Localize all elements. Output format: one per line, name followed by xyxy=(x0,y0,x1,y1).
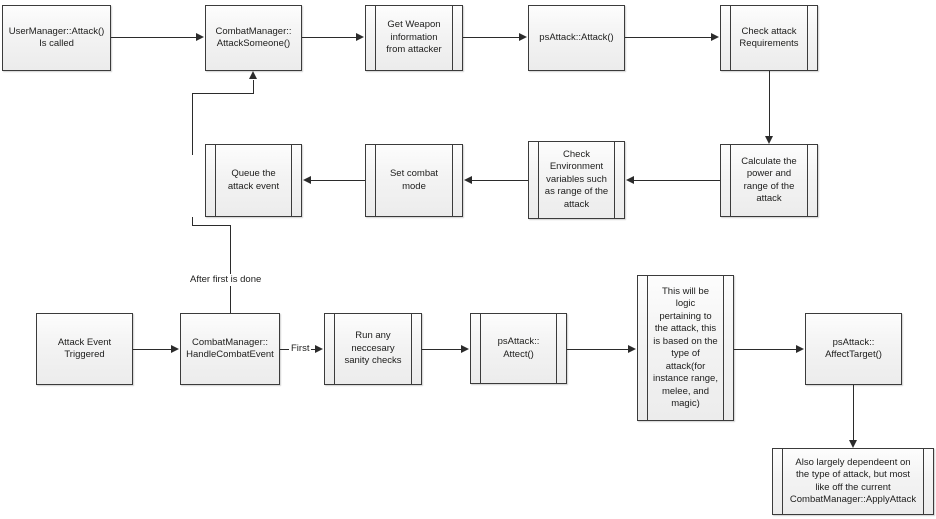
node-apply-attack-note[interactable]: Also largely dependeent on the type of a… xyxy=(772,448,934,515)
node-ps-attack-affect-target[interactable]: psAttack:: AffectTarget() xyxy=(805,313,902,385)
node-label: psAttack:: AffectTarget() xyxy=(825,336,882,361)
node-label: Attack Event Triggered xyxy=(57,336,112,361)
edge-user-manager-to-attack-someone xyxy=(111,37,197,38)
node-label: psAttack:: Attect() xyxy=(497,336,540,360)
arrowhead-affect-target-in xyxy=(796,344,804,353)
edge-queue-event-down-vertical xyxy=(192,217,193,226)
edge-queue-event-feedback-vertical xyxy=(192,93,193,155)
arrowhead-ps-attack-attack-in xyxy=(519,32,527,41)
node-set-combat-mode[interactable]: Set combat mode xyxy=(365,144,463,217)
edge-ps-attack-attect-to-attack-type-logic xyxy=(567,349,629,350)
edge-get-weapon-to-ps-attack-attack xyxy=(463,37,520,38)
node-label: Get Weapon information from attacker xyxy=(386,19,442,56)
node-combat-manager-attack-someone[interactable]: CombatManager:: AttackSomeone() xyxy=(205,5,302,71)
arrowhead-get-weapon-in xyxy=(356,32,364,41)
arrowhead-attack-type-logic-in xyxy=(628,344,636,353)
edge-attack-someone-to-get-weapon xyxy=(302,37,357,38)
node-label: This will be logic pertaining to the att… xyxy=(653,285,718,410)
node-queue-the-attack-event[interactable]: Queue the attack event xyxy=(205,144,302,217)
arrowhead-attack-someone-in xyxy=(196,32,204,41)
node-label: CombatManager:: HandleCombatEvent xyxy=(186,336,274,361)
edge-label-first: First xyxy=(289,343,312,355)
node-check-attack-requirements[interactable]: Check attack Requirements xyxy=(720,5,818,71)
node-ps-attack-attect[interactable]: psAttack:: Attect() xyxy=(470,313,567,384)
edge-check-requirements-to-calculate xyxy=(769,71,770,137)
node-label: CombatManager:: AttackSomeone() xyxy=(215,25,292,50)
edge-attack-type-logic-to-affect-target xyxy=(734,349,796,350)
edge-down-into-handle-combat-event xyxy=(230,225,231,313)
node-run-sanity-checks[interactable]: Run any neccesary sanity checks xyxy=(324,313,422,385)
arrowhead-set-combat-mode-in xyxy=(464,175,472,184)
arrowhead-check-requirements-in xyxy=(711,32,719,41)
node-label: Check Environment variables such as rang… xyxy=(544,148,609,210)
edge-attack-event-to-handle-combat-event xyxy=(133,349,172,350)
node-label: Calculate the power and range of the att… xyxy=(741,155,797,205)
edge-queue-event-down-horizontal xyxy=(192,225,231,226)
node-get-weapon-information[interactable]: Get Weapon information from attacker xyxy=(365,5,463,71)
node-combat-manager-handle-combat-event[interactable]: CombatManager:: HandleCombatEvent xyxy=(180,313,280,385)
node-ps-attack-attack[interactable]: psAttack::Attack() xyxy=(528,5,625,71)
edge-set-combat-mode-to-queue-event xyxy=(311,180,365,181)
node-label: Run any neccesary sanity checks xyxy=(344,330,402,367)
edge-feedback-into-attack-someone xyxy=(253,80,254,94)
edge-check-environment-to-set-combat-mode xyxy=(472,180,528,181)
edge-queue-event-feedback-horizontal xyxy=(192,93,254,94)
arrowhead-apply-attack-note-in xyxy=(848,440,857,448)
edge-label-after-first-is-done: After first is done xyxy=(188,274,264,286)
edge-affect-target-to-apply-attack-note xyxy=(853,385,854,441)
node-check-environment-variables[interactable]: Check Environment variables such as rang… xyxy=(528,141,625,219)
edge-calculate-to-check-environment xyxy=(634,180,720,181)
arrowhead-check-environment-in xyxy=(626,175,634,184)
node-label: Queue the attack event xyxy=(227,168,280,192)
edge-sanity-checks-to-ps-attack-attect xyxy=(422,349,462,350)
arrowhead-handle-combat-event-in xyxy=(171,344,179,353)
arrowhead-queue-event-in xyxy=(303,175,311,184)
node-attack-type-logic[interactable]: This will be logic pertaining to the att… xyxy=(637,275,734,421)
arrowhead-ps-attack-attect-in xyxy=(461,344,469,353)
node-label: psAttack::Attack() xyxy=(539,31,614,43)
node-label: Also largely dependeent on the type of a… xyxy=(789,456,917,506)
node-label: Set combat mode xyxy=(389,168,439,192)
arrowhead-calculate-in xyxy=(764,136,773,144)
node-calculate-power-and-range[interactable]: Calculate the power and range of the att… xyxy=(720,144,818,217)
node-attack-event-triggered[interactable]: Attack Event Triggered xyxy=(36,313,133,385)
arrowhead-sanity-checks-in xyxy=(315,344,323,353)
node-user-manager-attack[interactable]: UserManager::Attack() Is called xyxy=(2,5,111,71)
node-label: Check attack Requirements xyxy=(739,25,799,50)
node-label: UserManager::Attack() Is called xyxy=(8,25,105,50)
arrowhead-attack-someone-feedback-in xyxy=(249,71,257,79)
edge-ps-attack-attack-to-check-requirements xyxy=(625,37,712,38)
